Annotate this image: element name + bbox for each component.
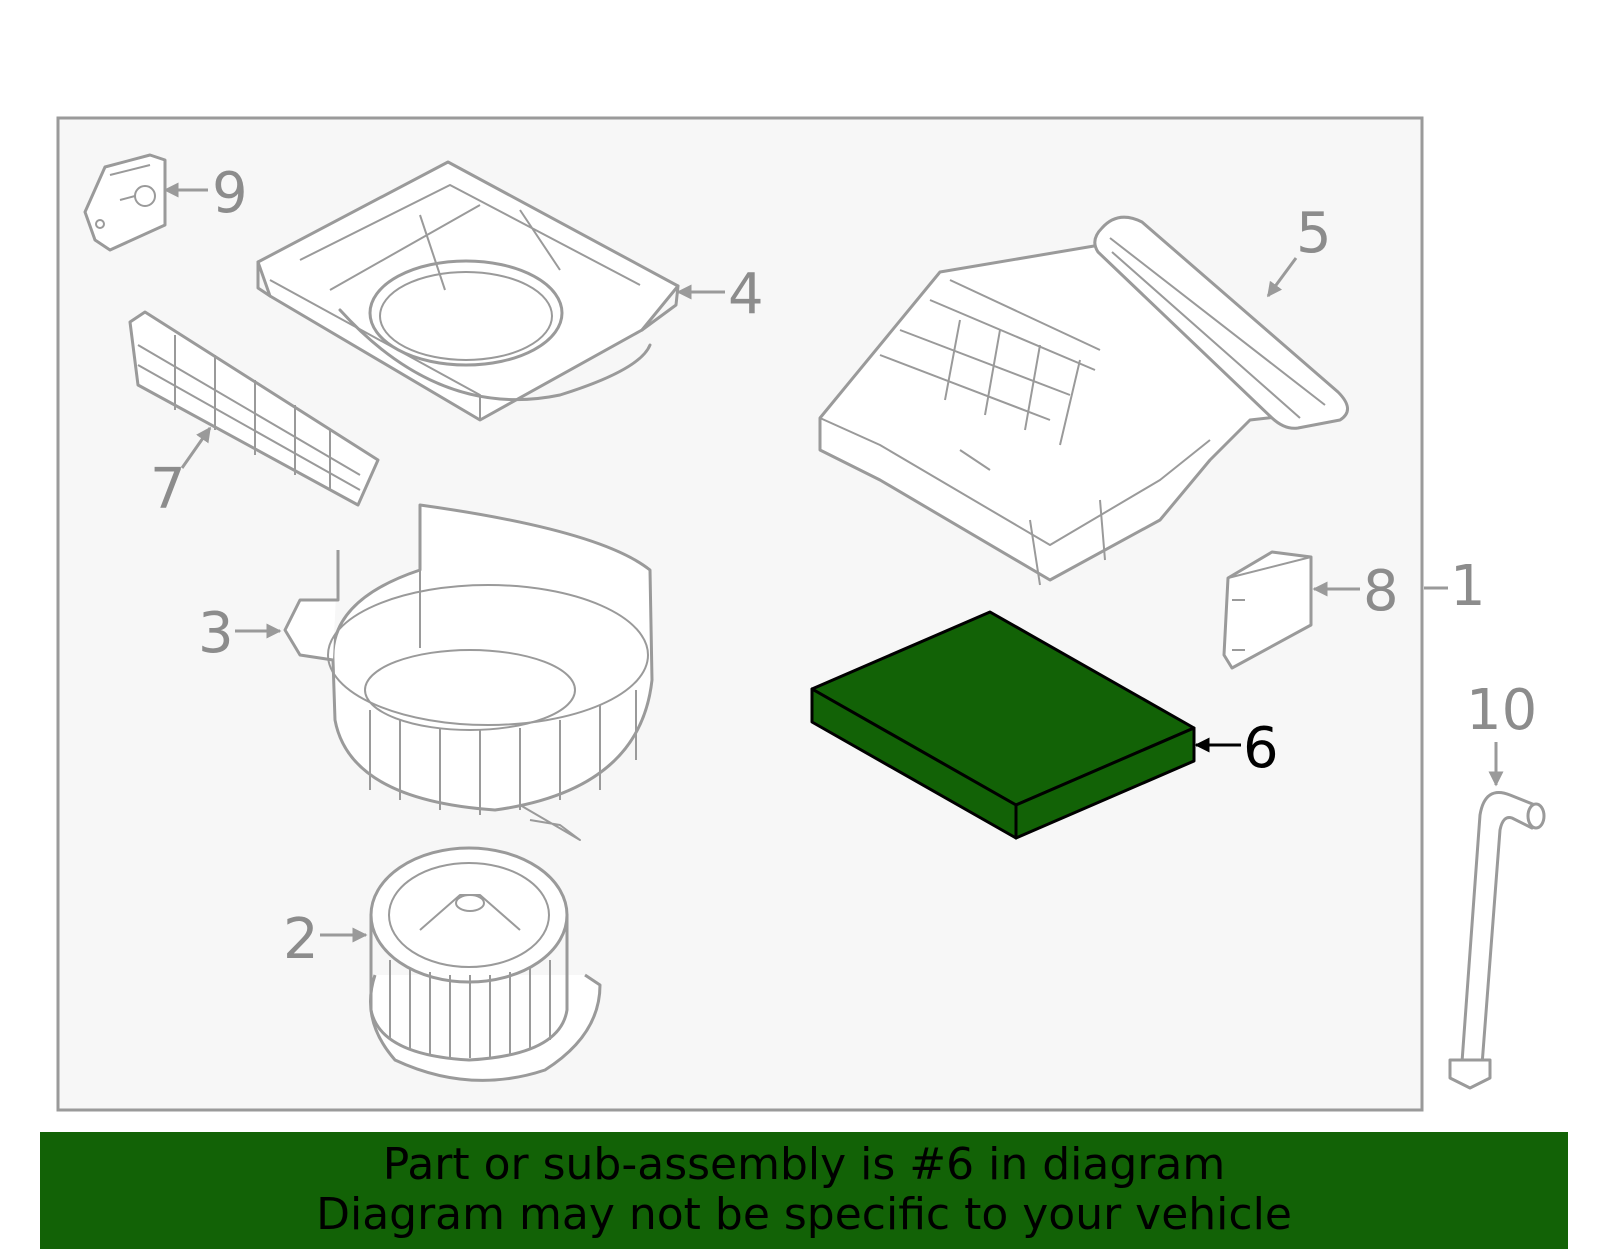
leader-7	[180, 426, 212, 469]
banner-part-note: Part or sub-assembly is #6 in diagram	[382, 1139, 1226, 1190]
callout-2: 2	[283, 907, 319, 972]
callout-5: 5	[1296, 201, 1332, 266]
part-9-actuator[interactable]	[83, 153, 167, 252]
part-7-filter-cover[interactable]	[128, 310, 380, 507]
banner-disclaimer: Diagram may not be specific to your vehi…	[316, 1189, 1292, 1240]
leader-5	[1266, 257, 1298, 298]
callout-3: 3	[198, 601, 234, 666]
part-8-control-module[interactable]	[1222, 550, 1313, 670]
callout-4: 4	[728, 262, 764, 327]
callout-7: 7	[150, 457, 186, 522]
callout-10: 10	[1466, 678, 1537, 743]
part-4-blower-case[interactable]	[256, 160, 680, 422]
part-5-hvac-case[interactable]	[818, 215, 1349, 586]
part-2-blower-motor[interactable]	[369, 846, 602, 1082]
part-6-cabin-filter[interactable]	[810, 610, 1196, 840]
part-10-drain-hose[interactable]	[1448, 791, 1546, 1090]
callout-9: 9	[212, 161, 248, 226]
callout-8: 8	[1363, 559, 1399, 624]
part-3-blower-housing[interactable]	[283, 503, 654, 841]
callout-1: 1	[1450, 554, 1486, 619]
info-banner: Part or sub-assembly is #6 in diagram Di…	[40, 1132, 1568, 1249]
callout-6: 6	[1243, 716, 1279, 781]
